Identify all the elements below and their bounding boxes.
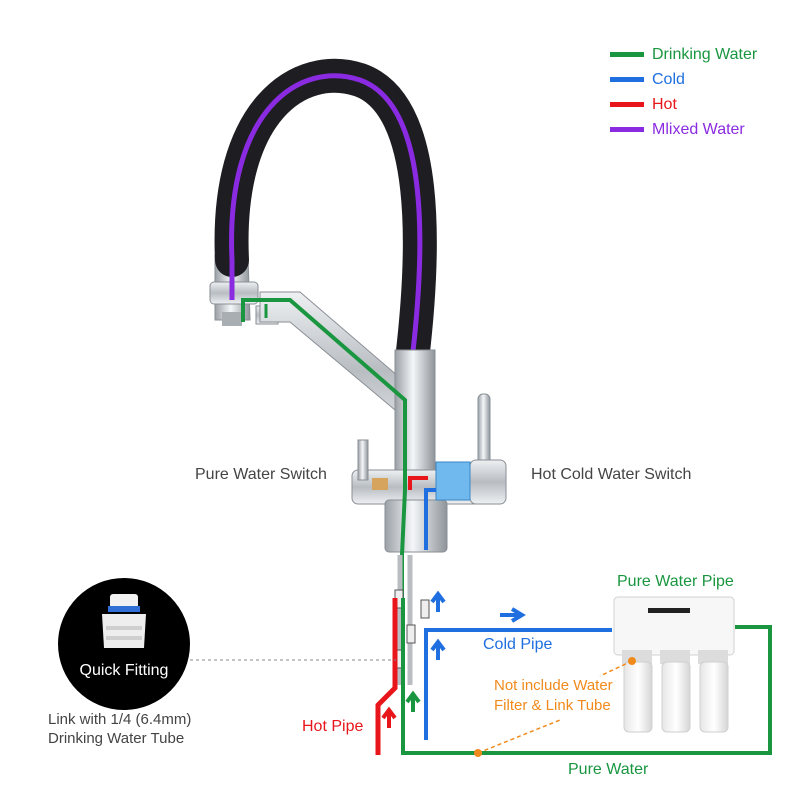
quick-fitting-bubble: Quick Fitting <box>58 578 190 710</box>
hose-mixed-line <box>229 73 423 480</box>
quick-fitting-icon <box>102 594 146 648</box>
not-include-note-line1: Not include Water <box>494 677 613 694</box>
legend-swatch <box>610 77 644 82</box>
cold-pipe <box>424 628 612 740</box>
pure-water-switch-label: Pure Water Switch <box>195 466 327 483</box>
legend-label: Cold <box>652 70 685 88</box>
pure-water-pipe-label: Pure Water Pipe <box>617 573 734 590</box>
legend-item-drinking: Drinking Water <box>610 42 757 67</box>
hot-cold-water-switch-label: Hot Cold Water Switch <box>531 466 692 483</box>
pure-water-pipe <box>401 598 772 755</box>
faucet-body <box>351 349 507 553</box>
hot-pipe-label: Hot Pipe <box>302 718 364 735</box>
link-tube-line1: Link with 1/4 (6.4mm) <box>48 711 192 728</box>
legend-label: Drinking Water <box>652 45 758 63</box>
note-leaders <box>474 657 636 757</box>
hot-path-body <box>408 476 428 490</box>
filter-unit <box>613 596 735 733</box>
cold-pipe-label: Cold Pipe <box>483 636 553 653</box>
legend-swatch <box>610 102 644 107</box>
legend-item-mixed: Mlixed Water <box>610 117 757 142</box>
legend-swatch <box>610 127 644 132</box>
hot-pipe <box>375 598 398 755</box>
supply-hoses <box>394 555 430 685</box>
quick-fitting-label: Quick Fitting <box>79 662 169 679</box>
legend-item-hot: Hot <box>610 92 757 117</box>
legend-label: Hot <box>652 95 677 113</box>
pure-water-label: Pure Water <box>568 761 649 778</box>
legend: Drinking Water Cold Hot Mlixed Water <box>610 42 757 142</box>
not-include-note-line2: Filter & Link Tube <box>494 697 611 714</box>
legend-item-cold: Cold <box>610 67 757 92</box>
cold-path-body <box>424 488 436 550</box>
legend-label: Mlixed Water <box>652 120 745 138</box>
flow-arrows <box>381 590 526 728</box>
legend-swatch <box>610 52 644 57</box>
link-tube-line2: Drinking Water Tube <box>48 730 185 747</box>
